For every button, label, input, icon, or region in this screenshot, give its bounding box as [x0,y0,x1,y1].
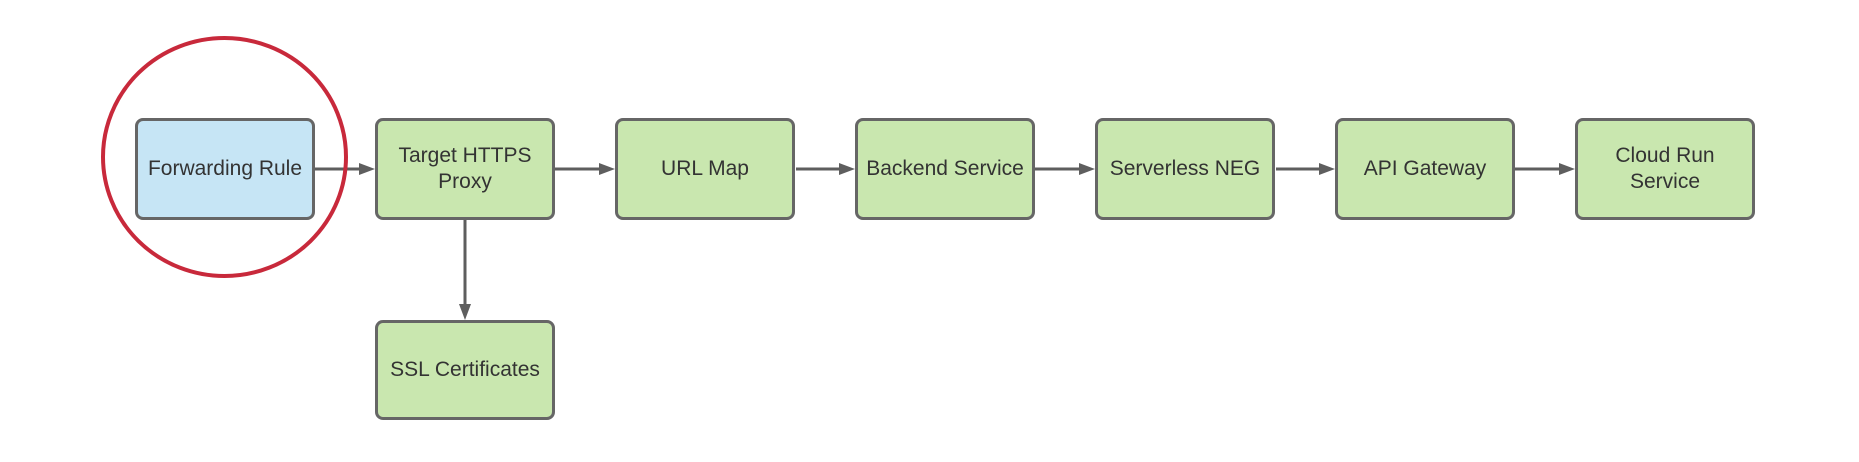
node-cloud-run-service: Cloud Run Service [1575,118,1755,220]
node-label: Serverless NEG [1109,157,1261,180]
node-label: Cloud Run Service [1615,144,1715,193]
node-forwarding-rule: Forwarding Rule [135,118,315,220]
node-serverless-neg: Serverless NEG [1095,118,1275,220]
node-label: Forwarding Rule [147,157,303,180]
node-api-gateway: API Gateway [1335,118,1515,220]
node-backend-service: Backend Service [855,118,1035,220]
node-label: API Gateway [1363,157,1487,180]
node-label: URL Map [661,157,749,180]
node-label: Backend Service [866,157,1024,180]
node-url-map: URL Map [615,118,795,220]
node-target-https-proxy: Target HTTPS Proxy [375,118,555,220]
highlight-circle [101,36,348,278]
node-label: Target HTTPS Proxy [398,144,532,193]
node-label: SSL Certificates [390,358,540,381]
node-ssl-certificates: SSL Certificates [375,320,555,420]
